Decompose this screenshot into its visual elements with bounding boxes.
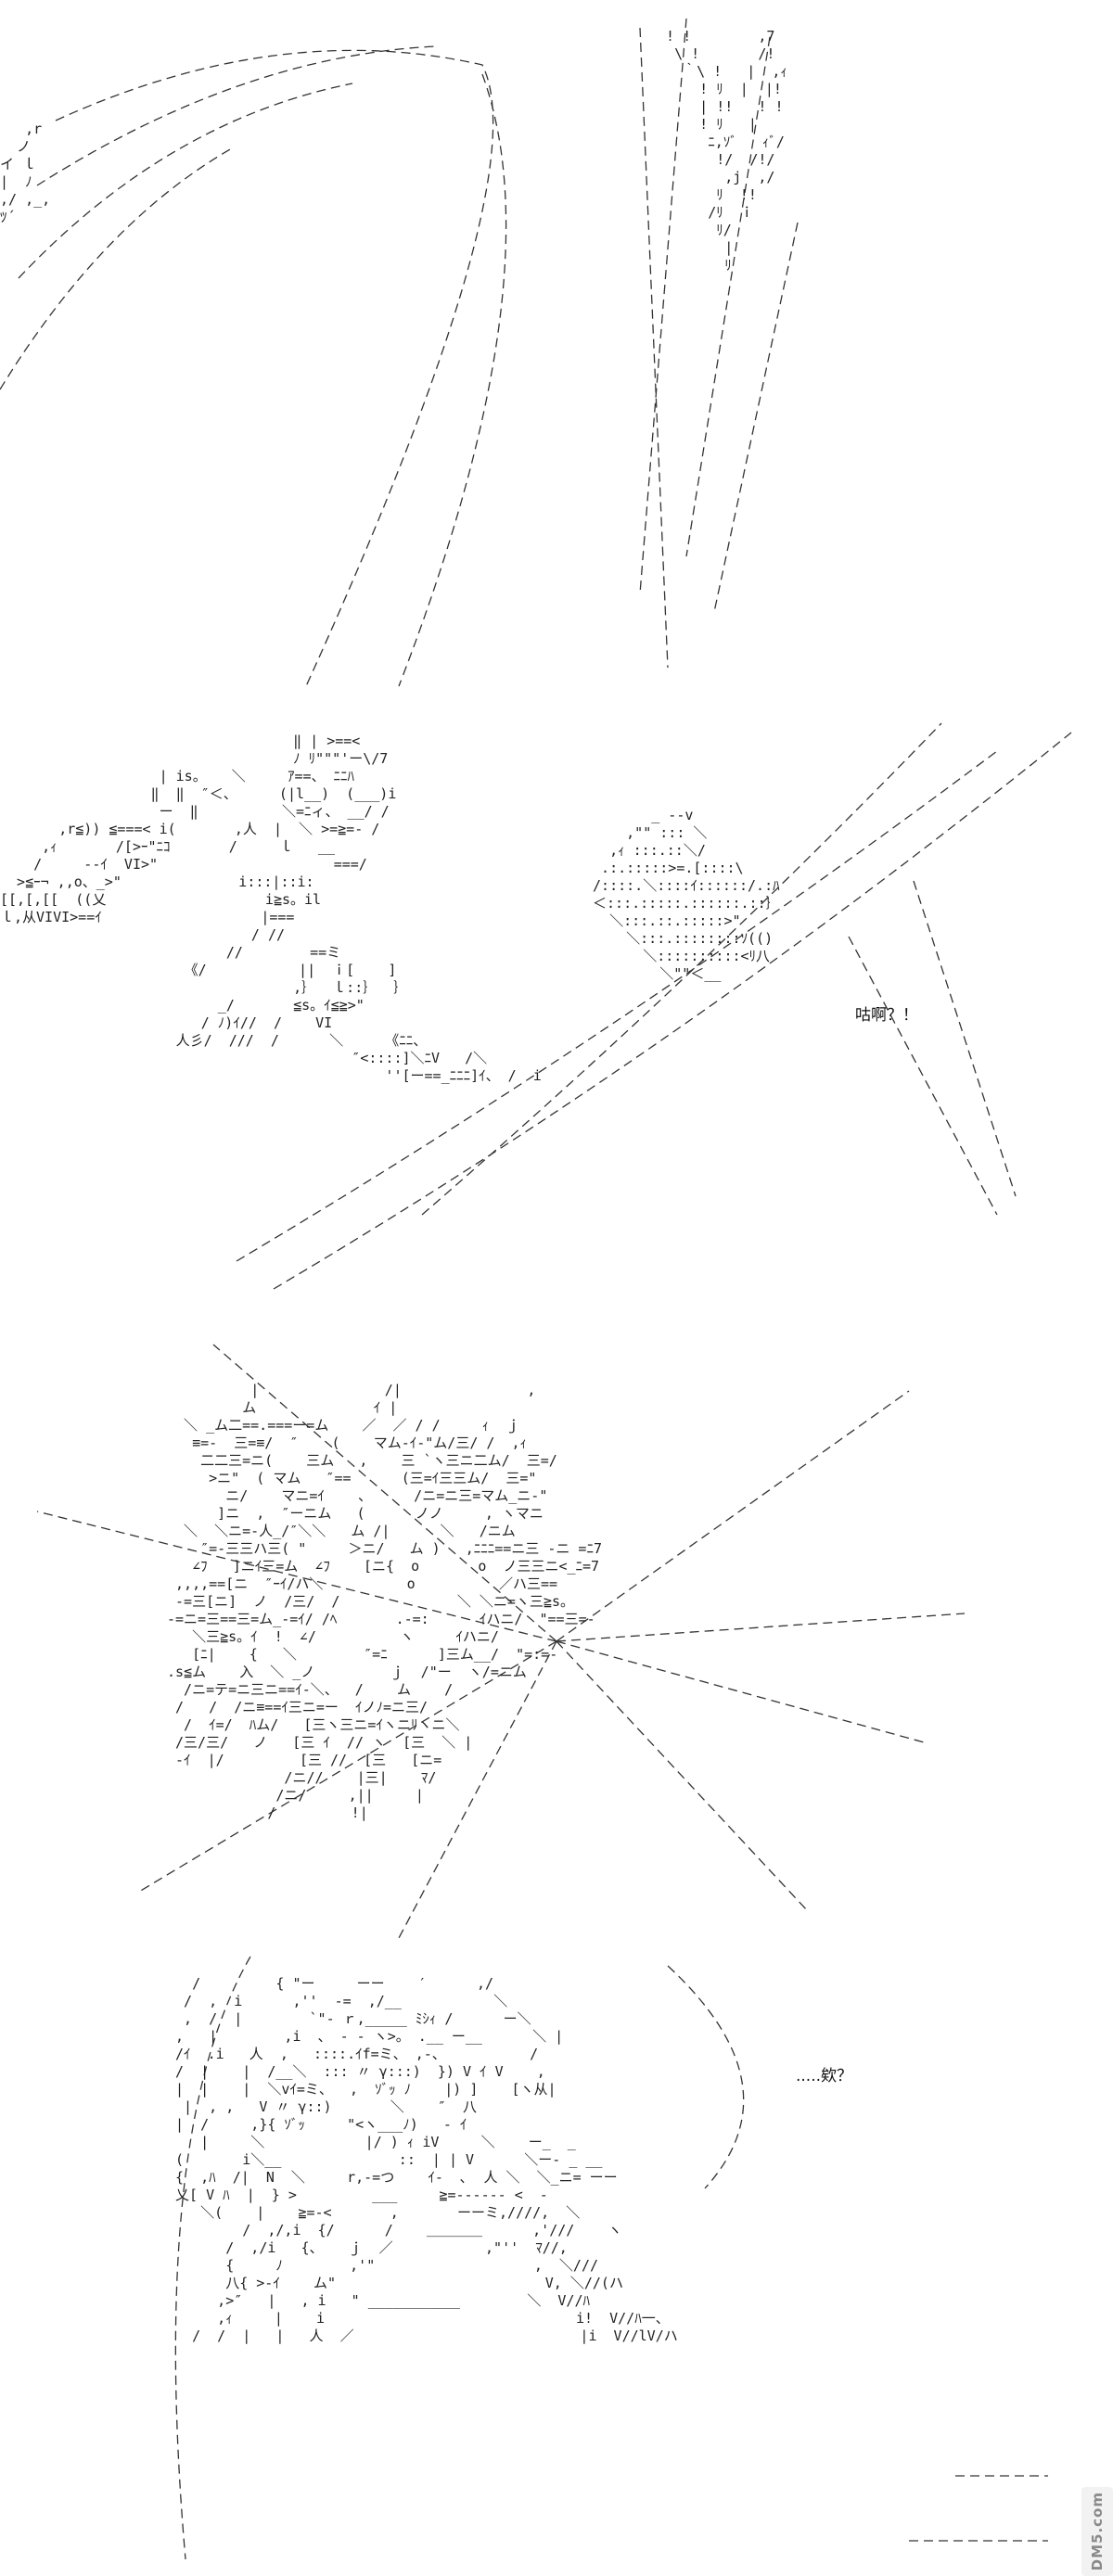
ascii-art-explosion: | ∕| , ム ｲ | ＼ _ム二==.===ー=ム ／ ／ / ∕ ｨ ｊ … [167,1382,602,1821]
ascii-art-right: ! ! ,7 \ ! /! ｀\ ! | ,ｨ ! ﾘ | |! | !! ! … [666,28,787,274]
speed-lines [0,18,799,687]
dialogue-gua: 咕啊？！ [855,1006,918,1025]
panel-1: ,r ノ イ ｌ | ﾉ ,/ ,_, ﾂ´ ! ! ,7 \ ! /! ｀\ … [0,0,1113,695]
ascii-art-creature: _ --v ,"" ::: ＼ ,ｨ :::.::＼/ .:.:::::>=.[… [593,807,780,982]
ascii-art-figure: ‖ | >==< ﾉ ﾘ"""'ー\/7 | is。 ＼ ｱ==、 ﾆﾆﾊ ‖ … [0,733,542,1084]
panel-4: / { "ー ーー ′ ,/ / , i ,'' -= ,/__ ＼ , / |… [0,1947,1113,2576]
watermark-text: DM5.com [1089,2492,1106,2571]
panel-3: | ∕| , ム ｲ | ＼ _ム二==.===ー=ム ／ ／ / ∕ ｨ ｊ … [0,1335,1113,1947]
ascii-art-character: / { "ー ーー ′ ,/ / , i ,'' -= ,/__ ＼ , / |… [175,1975,678,2344]
site-watermark-logo: DM5.com [1081,2487,1113,2576]
panel-2: ‖ | >==< ﾉ ﾘ"""'ー\/7 | is。 ＼ ｱ==、 ﾆﾆﾊ ‖ … [0,695,1113,1335]
ascii-art-left: ,r ノ イ ｌ | ﾉ ,/ ,_, ﾂ´ [0,121,51,225]
dialogue-eh: .....欸？ [796,2067,853,2085]
